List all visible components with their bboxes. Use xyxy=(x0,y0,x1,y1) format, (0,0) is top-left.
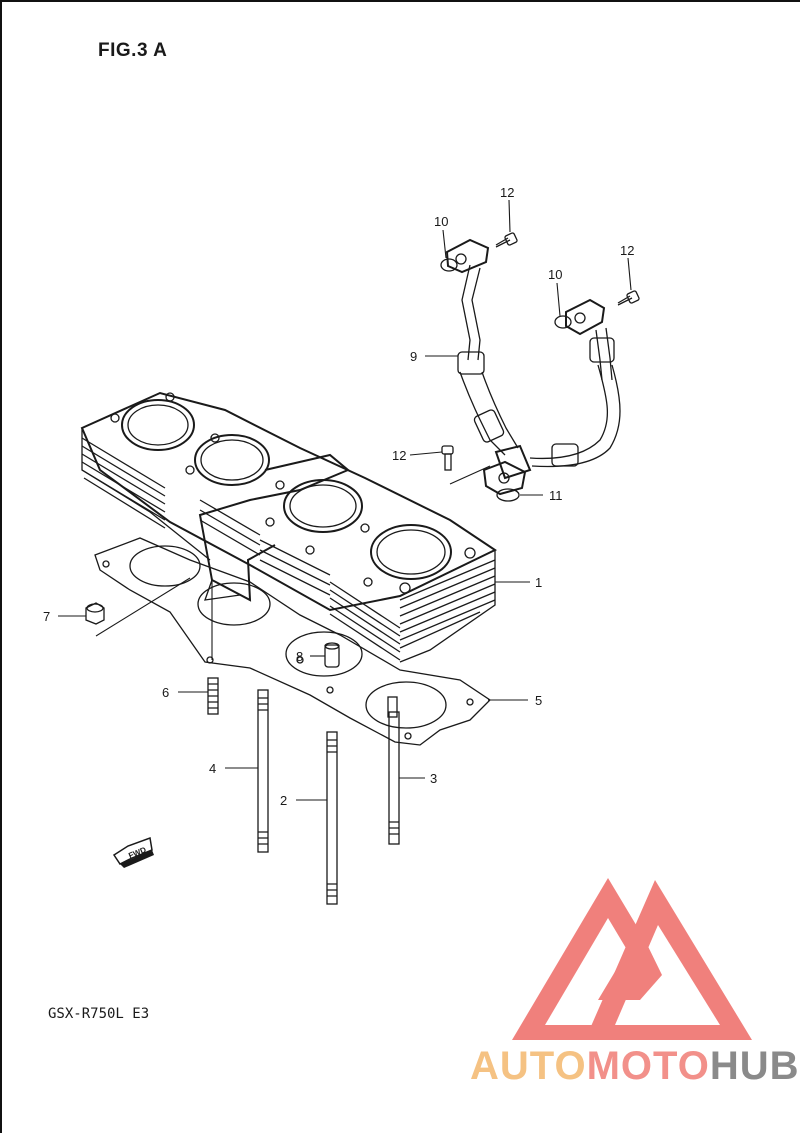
nut xyxy=(85,602,105,625)
brand-moto: MOTO xyxy=(586,1044,710,1088)
callout-12a: 12 xyxy=(500,185,514,200)
callout-12b: 12 xyxy=(620,243,634,258)
callout-9: 9 xyxy=(410,349,417,364)
callout-3: 3 xyxy=(430,771,437,786)
stud-bolts xyxy=(207,677,400,905)
bolts-12 xyxy=(441,232,640,471)
oil-pipe xyxy=(445,238,621,496)
callout-4: 4 xyxy=(209,761,216,776)
model-code: GSX-R750L E3 xyxy=(48,1006,150,1022)
o-ring-10b xyxy=(554,315,572,329)
o-ring-10a xyxy=(440,258,458,272)
callout-2: 2 xyxy=(280,793,287,808)
callout-1: 1 xyxy=(535,575,542,590)
callout-12c: 12 xyxy=(392,448,406,463)
forward-direction-arrow: FWD xyxy=(112,836,154,868)
o-ring-11 xyxy=(496,488,520,502)
callout-5: 5 xyxy=(535,693,542,708)
callout-10b: 10 xyxy=(548,267,562,282)
dowel-pin xyxy=(324,642,340,668)
figure-title: FIG.3 A xyxy=(98,40,168,61)
callout-11: 11 xyxy=(549,488,563,503)
callout-8: 8 xyxy=(296,649,303,664)
watermark-brand-text: AUTOMOTOHUB xyxy=(470,1044,800,1089)
callout-numbers: 1 2 3 4 5 6 7 8 9 10 10 11 12 12 12 xyxy=(43,185,634,808)
brand-hub: HUB xyxy=(709,1044,800,1088)
leader-lines xyxy=(58,199,632,801)
callout-7: 7 xyxy=(43,609,50,624)
cooling-fins xyxy=(81,437,496,661)
brand-auto: AUTO xyxy=(470,1044,587,1088)
callout-6: 6 xyxy=(162,685,169,700)
callout-10a: 10 xyxy=(434,214,448,229)
base-gasket xyxy=(94,537,492,746)
cylinder-block xyxy=(80,391,498,663)
watermark-logo xyxy=(512,878,752,1040)
